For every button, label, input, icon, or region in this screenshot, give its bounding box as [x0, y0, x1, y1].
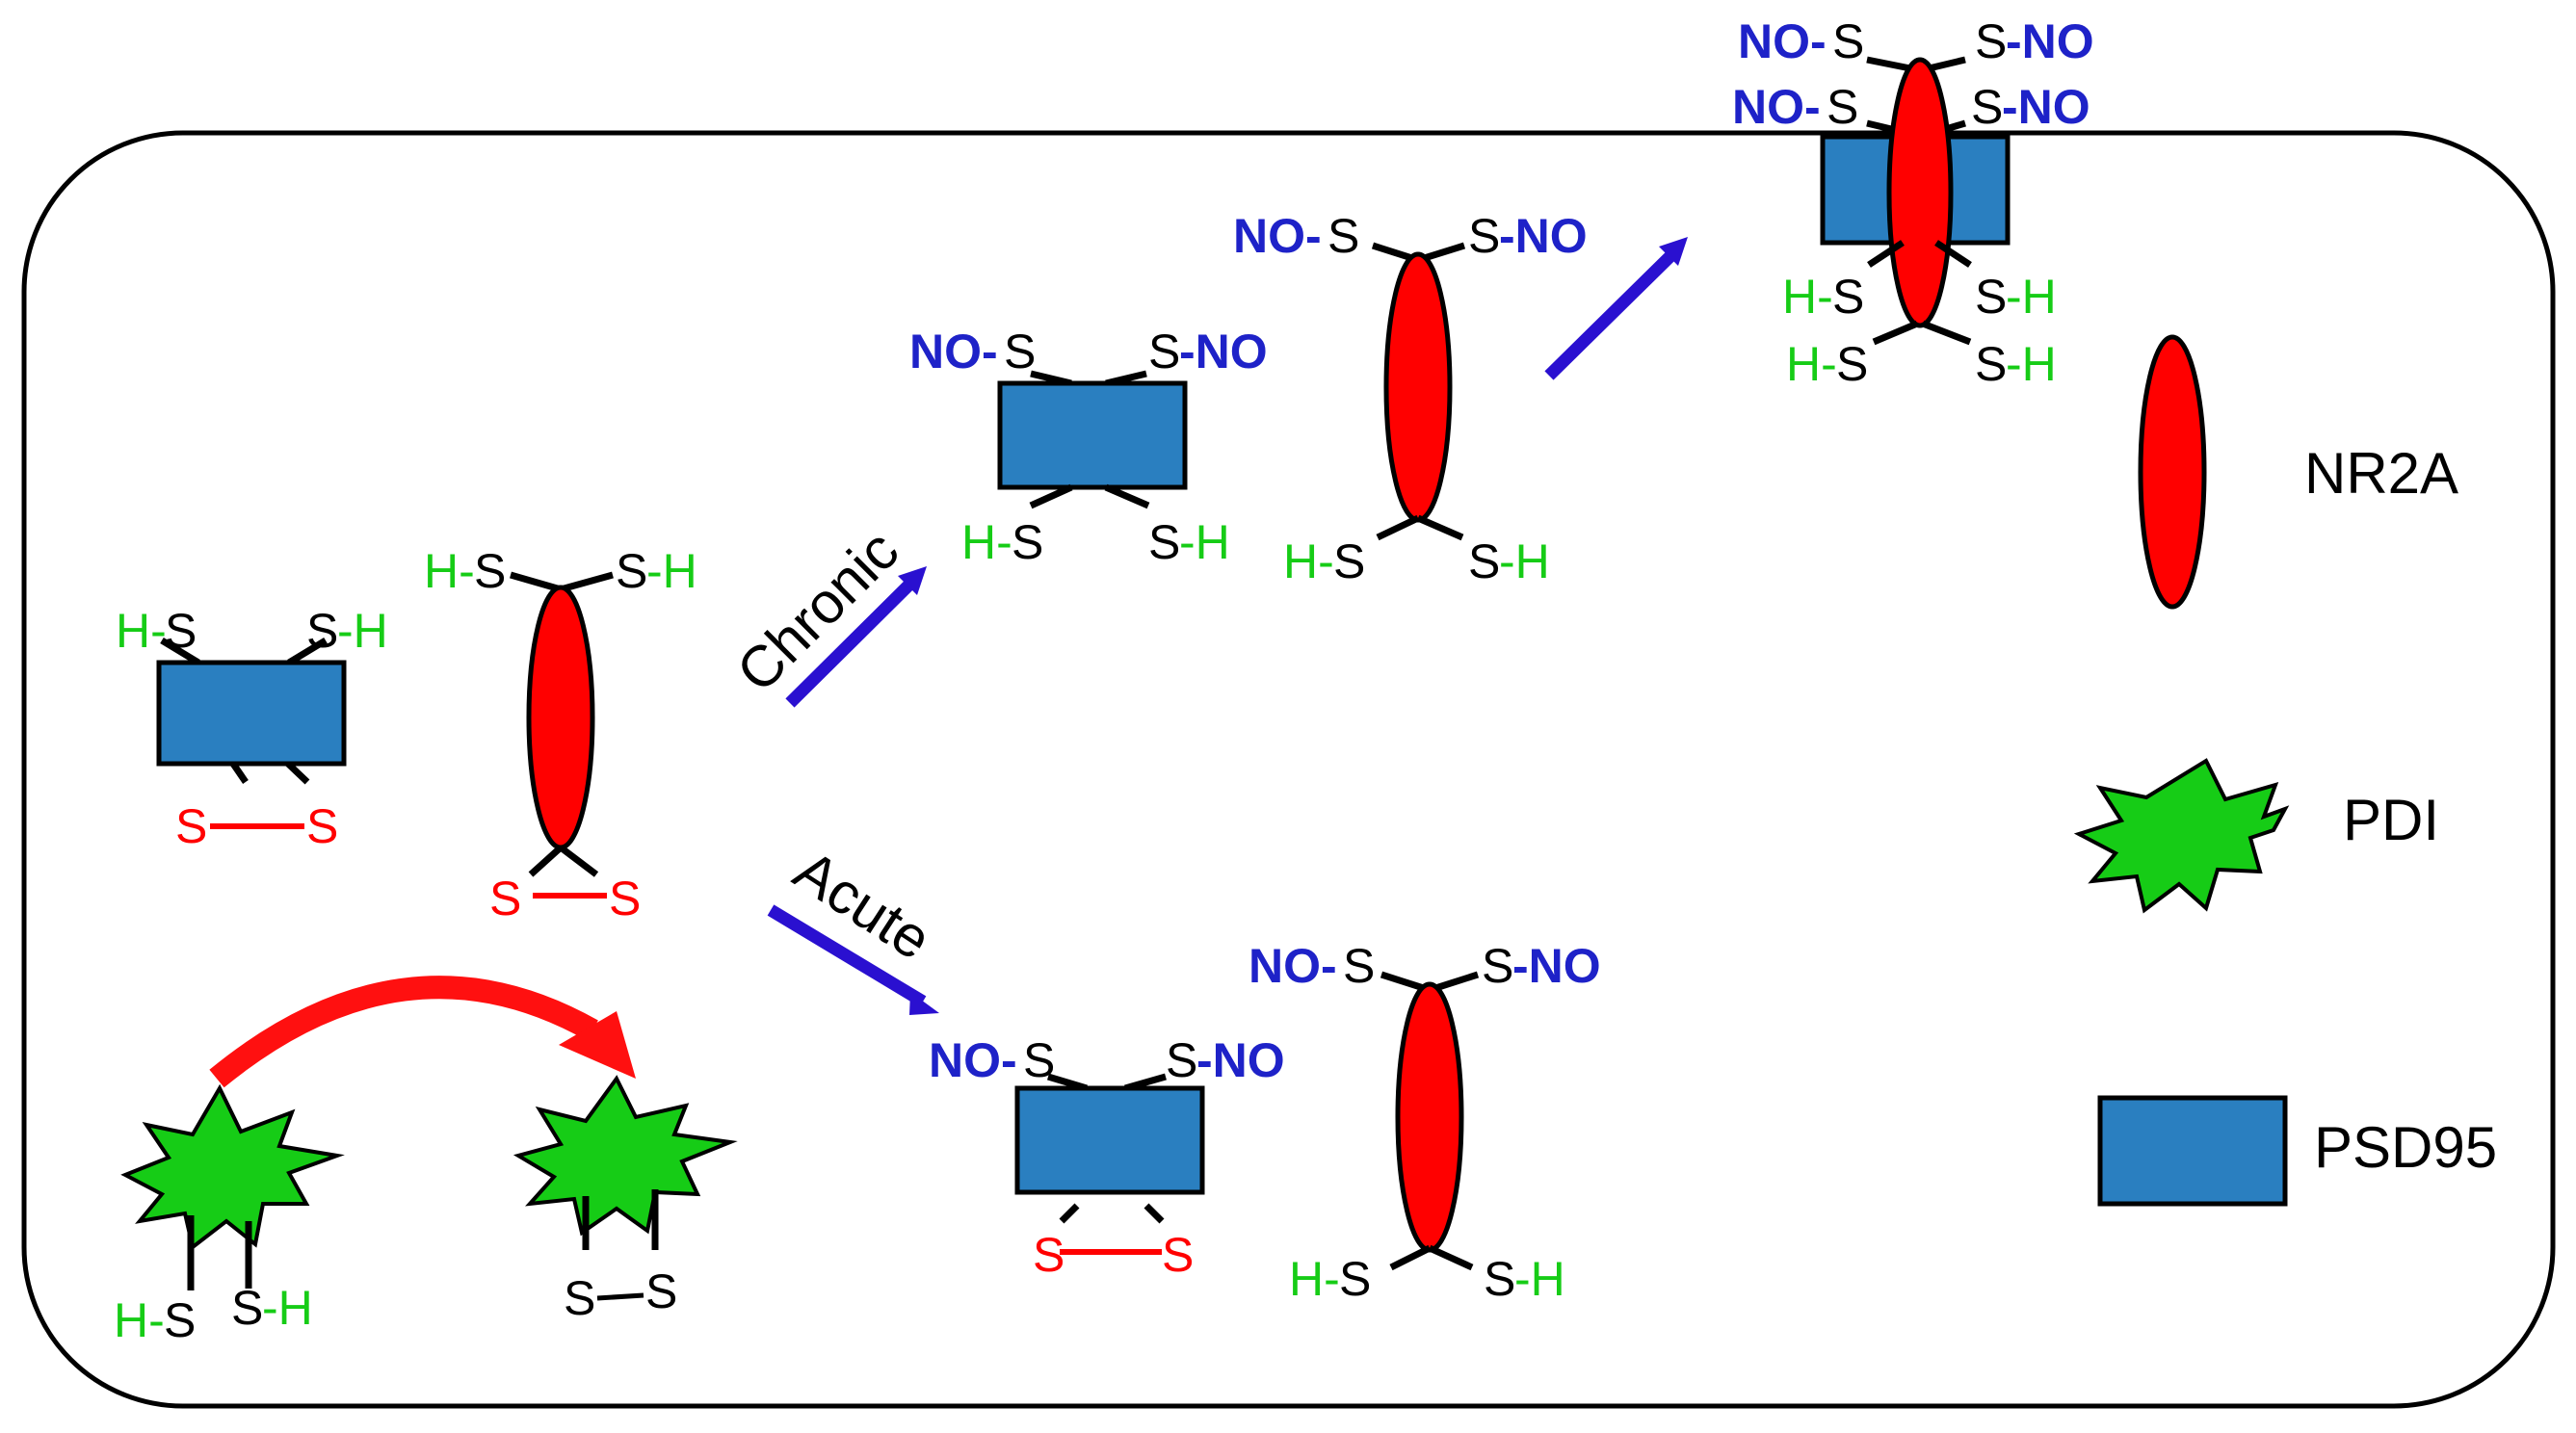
svg-text:NO-: NO-	[909, 325, 998, 378]
legend-pdi-label: PDI	[2343, 788, 2439, 852]
svg-text:S: S	[1033, 1228, 1065, 1282]
svg-text:S: S	[1975, 14, 2007, 68]
svg-text:S: S	[1333, 534, 1365, 588]
pdi-oxidized-icon	[513, 1075, 738, 1237]
svg-text:S: S	[1975, 337, 2007, 391]
acute-arrow: Acute	[767, 838, 942, 1015]
svg-text:S: S	[616, 544, 647, 598]
legend-pdi-icon	[2073, 758, 2290, 914]
svg-text:-H: -H	[337, 604, 388, 658]
svg-text:S: S	[1832, 270, 1864, 324]
red-arrowhead-icon	[559, 1011, 636, 1079]
svg-text:S: S	[1339, 1252, 1371, 1306]
svg-text:S: S	[164, 1293, 196, 1347]
svg-text:S: S	[1343, 939, 1375, 993]
svg-text:H-: H-	[1786, 337, 1837, 391]
svg-text:S: S	[1484, 1252, 1515, 1306]
svg-text:S: S	[1468, 209, 1500, 263]
svg-text:-H: -H	[2006, 270, 2057, 324]
acute-label: Acute	[783, 838, 942, 973]
svg-text:H-: H-	[424, 544, 475, 598]
svg-text:S: S	[231, 1281, 263, 1335]
svg-text:S: S	[609, 872, 641, 925]
pdi-reaction: H- S S -H S S	[114, 976, 738, 1347]
svg-text:H-: H-	[1289, 1252, 1340, 1306]
svg-text:S: S	[175, 799, 207, 853]
svg-text:S: S	[1971, 80, 2003, 134]
svg-text:S: S	[474, 544, 506, 598]
svg-text:NO-: NO-	[1249, 939, 1337, 993]
svg-text:S: S	[1975, 270, 2007, 324]
legend-psd95-icon	[2097, 1095, 2288, 1207]
svg-text:S: S	[1148, 515, 1180, 569]
svg-text:S: S	[1836, 337, 1868, 391]
svg-text:S: S	[1148, 325, 1180, 378]
svg-text:-NO: -NO	[2006, 14, 2094, 68]
cell-boundary	[21, 130, 2556, 1409]
svg-text:S: S	[1004, 325, 1036, 378]
svg-text:H-: H-	[114, 1293, 165, 1347]
svg-text:-NO: -NO	[1499, 209, 1588, 263]
legend: NR2A PDI PSD95	[2073, 334, 2497, 1207]
svg-text:NO-: NO-	[1732, 80, 1821, 134]
initial-psd95: H- S S -H S S	[116, 604, 388, 853]
svg-text:H-: H-	[1782, 270, 1833, 324]
svg-text:S: S	[1832, 14, 1864, 68]
svg-text:S: S	[1162, 1228, 1194, 1282]
legend-nr2a-icon	[2138, 334, 2207, 610]
svg-text:-H: -H	[1499, 534, 1550, 588]
acute-nr2a: NO- S S -NO H- S S -H	[1249, 939, 1601, 1306]
svg-text:H-: H-	[961, 515, 1012, 569]
svg-text:S: S	[1482, 939, 1513, 993]
pdi-reduced-icon	[120, 1083, 345, 1251]
svg-text:-H: -H	[262, 1281, 313, 1335]
svg-text:NO-: NO-	[929, 1033, 1017, 1087]
svg-text:-NO: -NO	[1179, 325, 1268, 378]
svg-text:-H: -H	[1514, 1252, 1565, 1306]
svg-text:S: S	[165, 604, 197, 658]
svg-text:S: S	[1012, 515, 1043, 569]
svg-text:S: S	[306, 604, 338, 658]
svg-text:-H: -H	[646, 544, 697, 598]
svg-text:-NO: -NO	[2002, 80, 2090, 134]
svg-text:S: S	[306, 799, 338, 853]
svg-text:S: S	[1827, 80, 1858, 134]
svg-text:-H: -H	[1179, 515, 1230, 569]
svg-text:H-: H-	[1283, 534, 1334, 588]
initial-nr2a: H- S S -H S S	[424, 544, 697, 925]
acute-psd95: NO- S S -NO S S	[929, 1033, 1285, 1282]
svg-text:S: S	[1468, 534, 1500, 588]
chronic-nr2a: NO- S S -NO H- S S -H	[1233, 209, 1588, 588]
svg-text:S: S	[1166, 1033, 1197, 1087]
svg-text:S: S	[564, 1271, 595, 1325]
svg-text:S: S	[1023, 1033, 1055, 1087]
legend-nr2a-label: NR2A	[2304, 441, 2458, 506]
svg-text:-H: -H	[2006, 337, 2057, 391]
membrane-complex: NO- S S -NO NO- S S -NO H- S S -H H- S S…	[1732, 14, 2094, 391]
svg-text:S: S	[645, 1264, 677, 1318]
chronic-arrow: Chronic	[724, 518, 927, 708]
svg-text:-NO: -NO	[1196, 1033, 1285, 1087]
svg-text:H-: H-	[116, 604, 167, 658]
svg-text:S: S	[489, 872, 521, 925]
svg-text:NO-: NO-	[1233, 209, 1322, 263]
assembly-arrow	[1544, 237, 1688, 380]
svg-text:S: S	[1327, 209, 1359, 263]
svg-text:NO-: NO-	[1738, 14, 1827, 68]
svg-text:-NO: -NO	[1512, 939, 1601, 993]
legend-psd95-label: PSD95	[2314, 1115, 2497, 1180]
chronic-psd95: NO- S S -NO H- S S -H	[909, 325, 1268, 569]
